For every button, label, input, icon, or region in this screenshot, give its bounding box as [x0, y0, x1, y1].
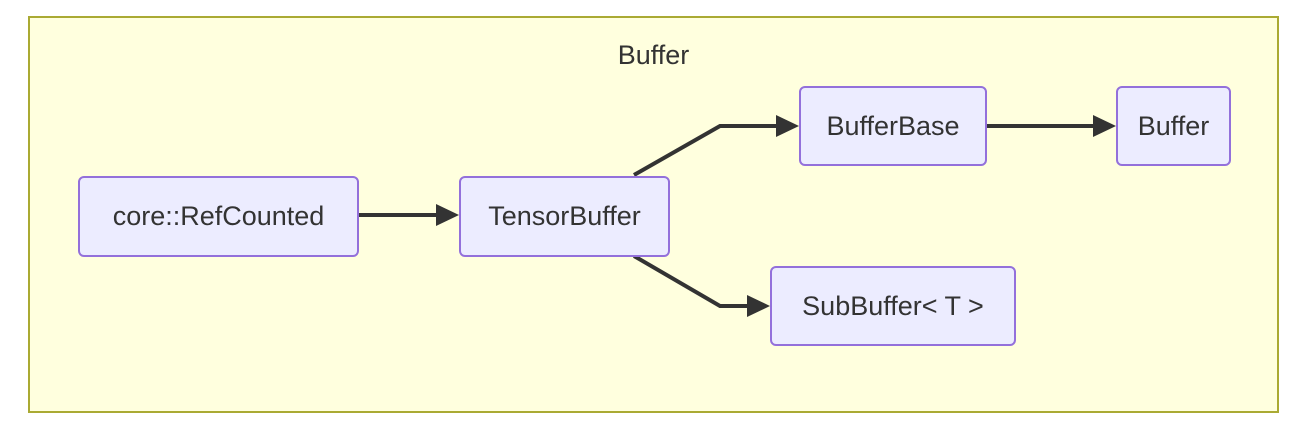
node-label: SubBuffer< T > — [802, 290, 984, 321]
node-label: core::RefCounted — [112, 201, 325, 231]
arrowhead-icon — [747, 295, 770, 317]
node-label: Buffer — [1137, 110, 1210, 141]
node-buffer[interactable]: Buffer — [1116, 86, 1231, 166]
edge-tensorbuffer-to-subbuffer — [632, 254, 747, 308]
node-bufferbase[interactable]: BufferBase — [799, 86, 987, 166]
cluster-title: Buffer — [617, 40, 690, 70]
node-tensorbuffer[interactable]: TensorBuffer — [459, 176, 670, 257]
node-subbuffer[interactable]: SubBuffer< T > — [770, 266, 1016, 346]
node-label: TensorBuffer — [488, 201, 641, 231]
node-label: BufferBase — [826, 110, 960, 141]
arrowhead-icon — [436, 204, 459, 226]
arrowhead-icon — [776, 115, 799, 137]
edge-tensorbuffer-to-bufferbase — [633, 124, 776, 177]
node-core-refcounted[interactable]: core::RefCounted — [78, 176, 359, 257]
arrowhead-icon — [1093, 115, 1116, 137]
